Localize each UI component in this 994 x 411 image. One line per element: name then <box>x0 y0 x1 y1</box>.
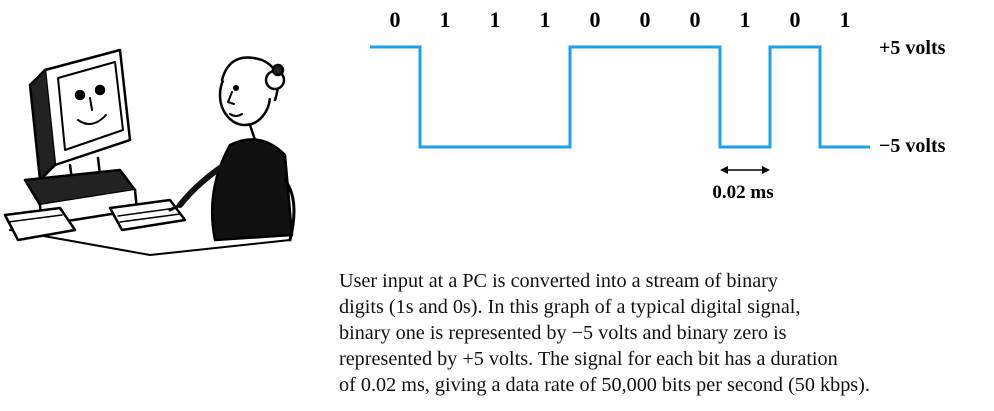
bit-label: 0 <box>640 7 651 32</box>
bit-label: 1 <box>740 7 751 32</box>
bit-label: 0 <box>390 7 401 32</box>
bit-label: 1 <box>440 7 451 32</box>
caption-line: digits (1s and 0s). In this graph of a t… <box>339 296 801 318</box>
bit-label: 0 <box>590 7 601 32</box>
caption-line: of 0.02 ms, giving a data rate of 50,000… <box>339 374 870 396</box>
signal-waveform <box>370 45 870 149</box>
caption-line: represented by +5 volts. The signal for … <box>339 348 838 370</box>
caption-line: User input at a PC is converted into a s… <box>339 270 778 292</box>
bit-label: 0 <box>690 7 701 32</box>
duration-arrow <box>720 166 770 174</box>
bit-label: 1 <box>840 7 851 32</box>
low-voltage-label: −5 volts <box>879 135 946 157</box>
bit-label: 0 <box>790 7 801 32</box>
digital-signal-diagram: 0 1 1 1 0 0 0 1 0 1 +5 volts −5 volts 0.… <box>370 7 946 203</box>
bit-labels: 0 1 1 1 0 0 0 1 0 1 <box>390 7 851 32</box>
high-voltage-label: +5 volts <box>879 37 946 59</box>
caption-line: binary one is represented by −5 volts an… <box>339 322 787 344</box>
bit-label: 1 <box>540 7 551 32</box>
figure-caption: User input at a PC is converted into a s… <box>339 268 989 398</box>
bit-duration-label: 0.02 ms <box>712 182 773 203</box>
bit-label: 1 <box>490 7 501 32</box>
person-at-computer-icon <box>3 48 296 256</box>
